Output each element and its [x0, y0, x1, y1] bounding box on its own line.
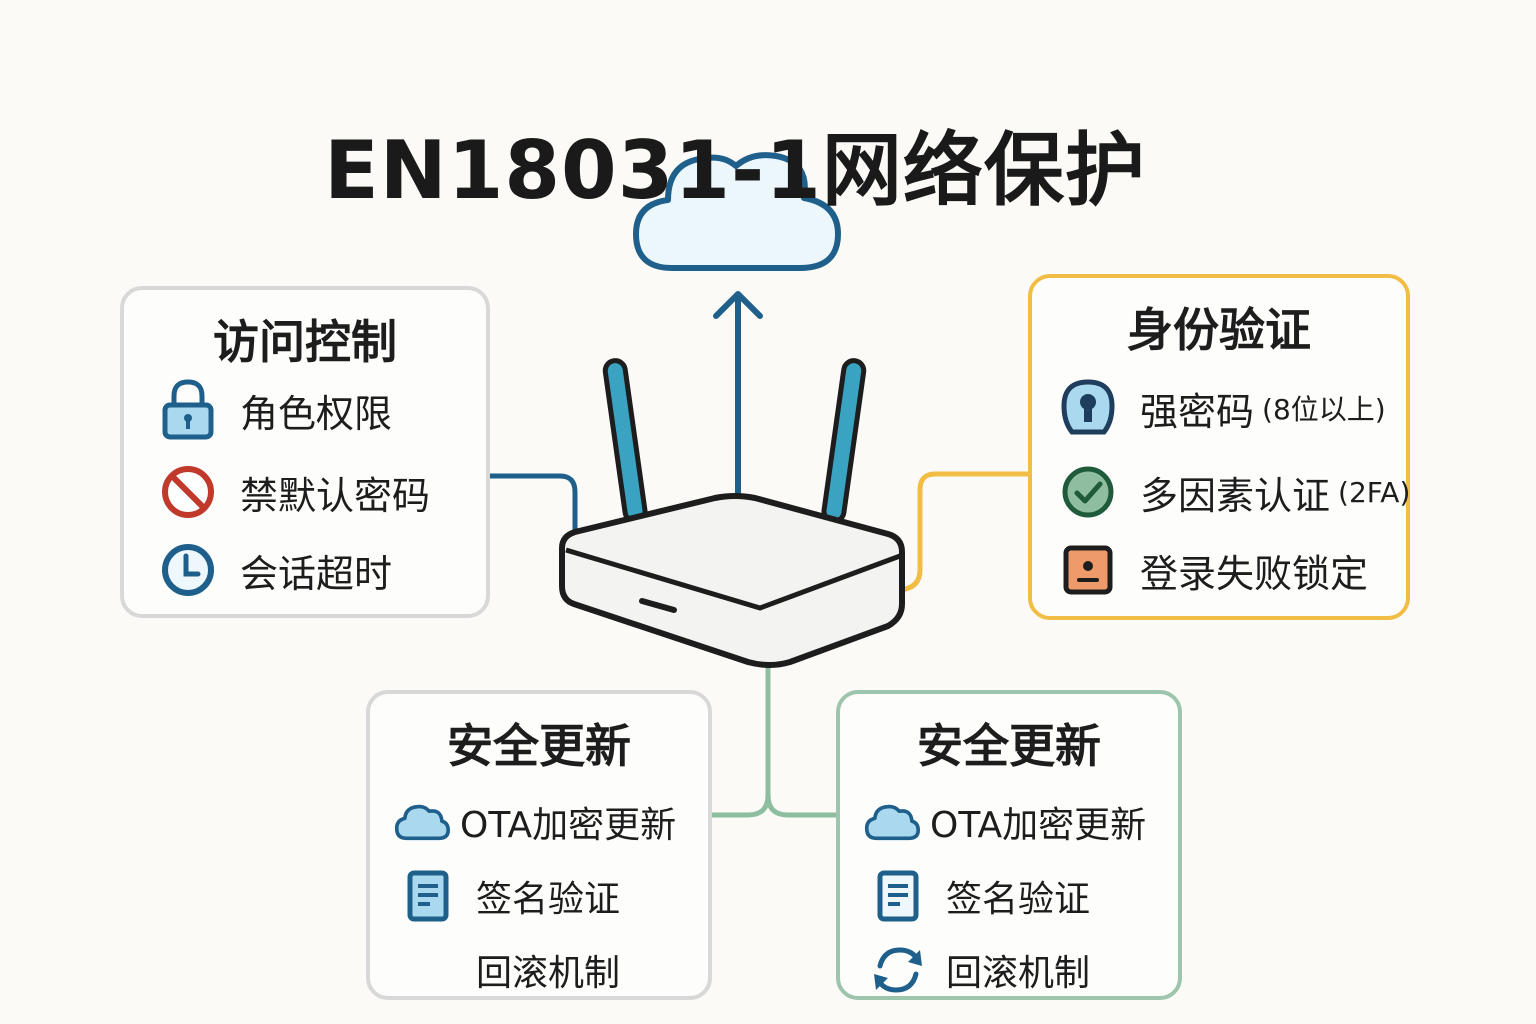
- keyhole-icon: [1060, 379, 1116, 436]
- document-icon: [400, 868, 456, 924]
- item-label: OTA加密更新: [930, 805, 1147, 846]
- clock-icon: [160, 542, 216, 598]
- access-control-panel: 访问控制 角色权限 禁默认密码 会话超时: [120, 286, 490, 618]
- authentication-panel: 身份验证 强密码 (8位以上) 多因素认证 (2FA): [1028, 274, 1410, 620]
- panel-title: 安全更新: [447, 719, 631, 773]
- panel-title: 访问控制: [213, 315, 397, 369]
- refresh-icon: [870, 942, 926, 998]
- list-item: 角色权限: [160, 379, 393, 440]
- list-item: 回滚机制: [870, 942, 1090, 998]
- lockout-user-icon: [1060, 542, 1116, 598]
- panel-title: 安全更新: [917, 719, 1101, 773]
- item-note: (8位以上): [1262, 393, 1386, 426]
- list-item: 签名验证: [870, 868, 1090, 924]
- cloud-icon: [864, 794, 920, 850]
- item-label: OTA加密更新: [460, 805, 677, 846]
- list-item: 会话超时: [160, 542, 392, 598]
- item-label: 登录失败锁定: [1140, 551, 1369, 596]
- item-label: 签名验证: [946, 879, 1091, 920]
- item-label: 签名验证: [476, 879, 621, 920]
- list-item: 签名验证: [400, 868, 620, 924]
- page-title: EN18031-1网络保护: [324, 123, 1146, 217]
- security-update-panel-right: 安全更新 OTA加密更新 签名验证 回滚: [836, 690, 1182, 1000]
- cloud-icon: [394, 794, 450, 850]
- padlock-icon: [160, 379, 216, 440]
- connector-updates: [709, 662, 839, 818]
- prohibited-icon: [160, 464, 216, 520]
- list-item: 回滚机制: [400, 942, 620, 998]
- panel-title: 身份验证: [1127, 303, 1311, 357]
- list-item: OTA加密更新: [394, 794, 676, 850]
- item-label: 回滚机制: [476, 953, 621, 994]
- router-antennas: [602, 358, 867, 524]
- router-icon: [559, 493, 905, 668]
- item-label: 会话超时: [240, 551, 393, 596]
- document-icon: [870, 868, 926, 924]
- item-label: 角色权限: [240, 391, 393, 436]
- cloud-icon: [633, 152, 841, 271]
- list-item: 强密码 (8位以上): [1060, 379, 1386, 436]
- list-item: OTA加密更新: [864, 794, 1146, 850]
- list-item: 禁默认密码: [160, 464, 430, 520]
- item-note: (2FA): [1338, 475, 1411, 509]
- check-circle-icon: [1060, 464, 1116, 520]
- security-update-panel-left: 安全更新 OTA加密更新 签名验证 回滚机制: [366, 690, 712, 1000]
- list-item: 登录失败锁定: [1060, 542, 1368, 598]
- connector-access: [485, 473, 578, 543]
- item-label: 多因素认证: [1140, 473, 1331, 518]
- item-label: 禁默认密码: [240, 473, 431, 518]
- uplink-arrow: [713, 291, 763, 503]
- connector-auth: [897, 471, 1033, 593]
- list-item: 多因素认证 (2FA): [1060, 464, 1410, 520]
- item-label: 强密码: [1140, 389, 1255, 434]
- item-label: 回滚机制: [946, 953, 1091, 994]
